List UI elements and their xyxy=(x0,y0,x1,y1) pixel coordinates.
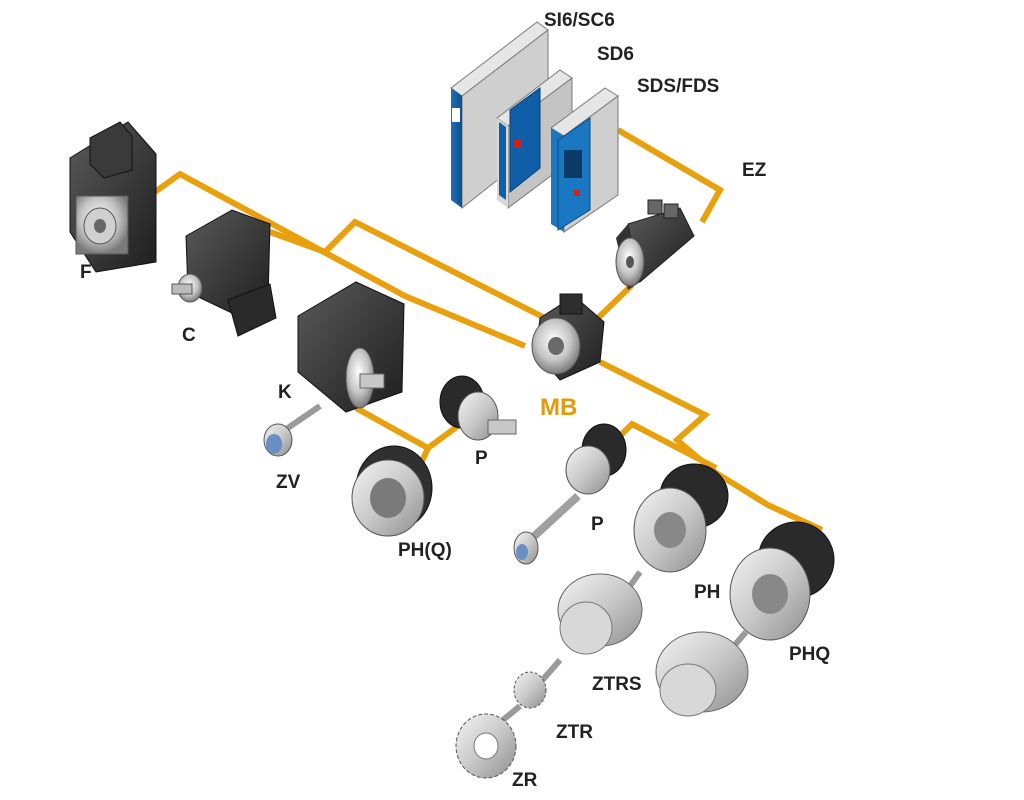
connector-ph-phq xyxy=(706,465,824,533)
connector-lines xyxy=(153,127,824,533)
gearbox-p-left xyxy=(439,375,517,441)
label-p-left: P xyxy=(475,448,488,469)
label-c: C xyxy=(182,325,196,346)
label-sd6: SD6 xyxy=(597,44,634,65)
connector-c-mb xyxy=(268,218,547,321)
label-zr: ZR xyxy=(512,770,538,791)
label-f: F xyxy=(80,262,92,283)
label-p-right: P xyxy=(591,514,604,535)
label-ez: EZ xyxy=(742,160,767,181)
label-ph-q: PH(Q) xyxy=(398,540,452,561)
label-k: K xyxy=(278,382,292,403)
label-ztr: ZTR xyxy=(556,722,593,743)
motor-ez xyxy=(615,199,695,290)
label-ph: PH xyxy=(694,582,721,603)
gear-unit-k xyxy=(297,281,405,413)
connector-f-mb xyxy=(153,170,527,349)
label-mb: MB xyxy=(540,394,578,421)
gearbox-phq-right xyxy=(719,521,835,662)
connector-ez-mb xyxy=(595,282,635,321)
connector-drives-ez xyxy=(616,127,725,224)
motor-mb xyxy=(531,293,605,381)
label-phq: PHQ xyxy=(789,644,831,665)
rack-pinion-ztrs xyxy=(557,573,749,717)
label-sds-fds: SDS/FDS xyxy=(637,76,720,97)
gearbox-p-right xyxy=(513,423,627,565)
label-si6-sc6: SI6/SC6 xyxy=(544,10,615,31)
rack-pinion-ztr xyxy=(496,658,563,727)
gearbox-ph xyxy=(617,463,729,602)
connector-mb-p xyxy=(615,420,718,471)
gearbox-phq-left xyxy=(351,445,433,537)
gear-unit-f xyxy=(69,121,157,273)
pinion-zv xyxy=(263,403,322,457)
drive-sds-fds xyxy=(550,87,619,233)
label-zv: ZV xyxy=(276,472,301,493)
gear-zr xyxy=(455,713,517,779)
label-ztrs: ZTRS xyxy=(592,674,642,695)
gear-unit-c xyxy=(171,209,277,337)
drive-sd6 xyxy=(496,69,573,209)
